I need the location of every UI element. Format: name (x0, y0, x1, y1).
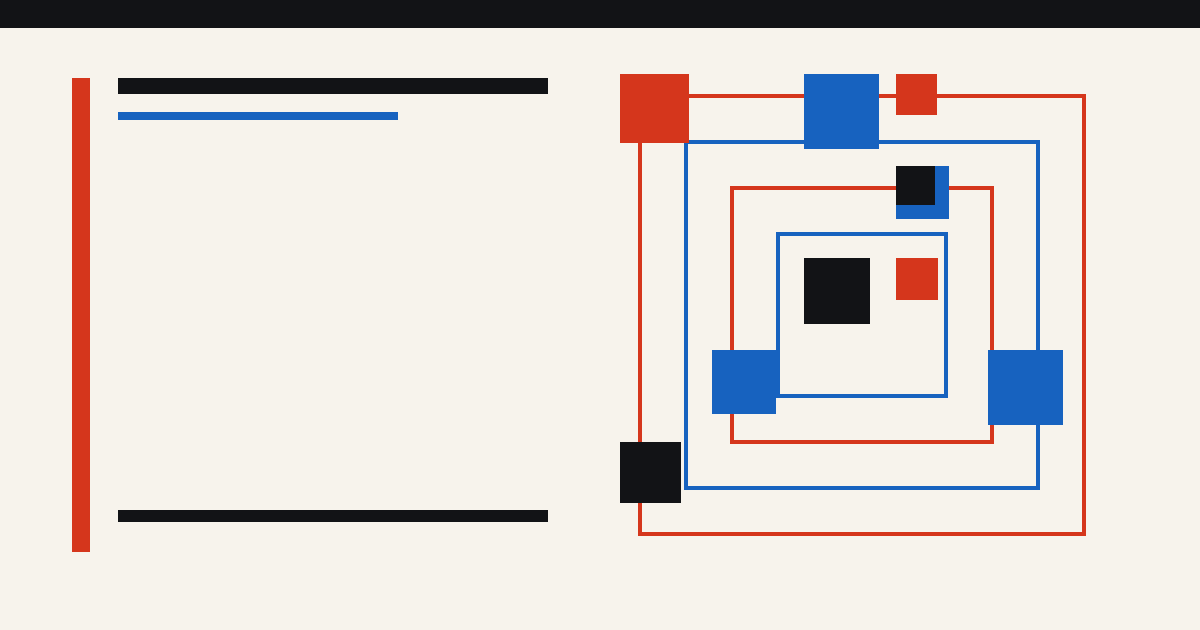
left-accent-bar (72, 78, 90, 552)
black-square-center (804, 258, 870, 324)
top-bar (0, 0, 1200, 28)
title-placeholder-bar (118, 78, 548, 94)
red-square-top-small (896, 74, 937, 115)
subtitle-placeholder-bar (118, 112, 398, 120)
red-square-top-left (620, 74, 689, 143)
inner-blue-frame (776, 232, 948, 398)
third-red-frame (730, 186, 994, 444)
black-square-mid-small (896, 166, 935, 205)
black-square-bottom-left (620, 442, 681, 503)
blue-square-left (712, 350, 776, 414)
blue-square-right (988, 350, 1063, 425)
red-square-center (896, 258, 938, 300)
blue-square-top (804, 74, 879, 149)
footer-placeholder-bar (118, 510, 548, 522)
